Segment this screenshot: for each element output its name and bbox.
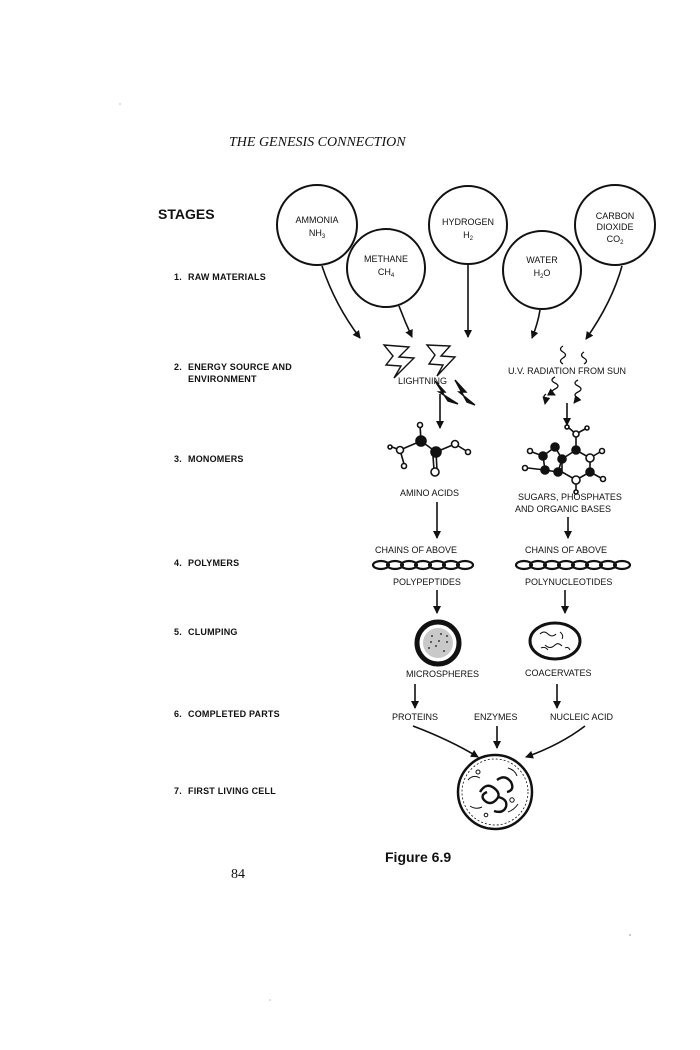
microspheres-label: MICROSPHERES bbox=[406, 669, 479, 679]
stage-number: 6. bbox=[174, 709, 182, 719]
amino-acid-molecule-icon bbox=[387, 421, 472, 477]
methane-formula: CH4 bbox=[378, 267, 395, 279]
stage-number: 5. bbox=[174, 627, 182, 637]
coacervates-label: COACERVATES bbox=[525, 668, 592, 678]
monomer-arrows bbox=[433, 502, 572, 539]
amino-acids-label: AMINO ACIDS bbox=[400, 488, 459, 498]
hydrogen-circle: HYDROGEN H2 bbox=[428, 185, 508, 265]
coacervate-icon bbox=[528, 621, 582, 661]
arrow-water bbox=[530, 309, 541, 339]
carbon-dioxide-label-2: DIOXIDE bbox=[596, 222, 633, 232]
stages-title: STAGES bbox=[158, 206, 215, 222]
stage-label: ENERGY SOURCE AND bbox=[188, 362, 292, 372]
arrow-ammonia bbox=[321, 265, 361, 339]
stage-polymers: 4. POLYMERS bbox=[174, 557, 239, 569]
stage-label: RAW MATERIALS bbox=[188, 272, 266, 282]
page-number: 84 bbox=[231, 867, 245, 882]
carbon-dioxide-label-1: CARBON bbox=[596, 211, 635, 221]
chains-label-right: CHAINS OF ABOVE bbox=[525, 545, 607, 555]
stage-label: COMPLETED PARTS bbox=[188, 709, 280, 719]
stage-monomers: 3. MONOMERS bbox=[174, 453, 244, 465]
enzymes-label: ENZYMES bbox=[474, 712, 518, 722]
stage-label: FIRST LIVING CELL bbox=[188, 786, 276, 796]
stage-label: POLYMERS bbox=[188, 558, 240, 568]
hydrogen-formula: H2 bbox=[463, 230, 474, 242]
chains-label-left: CHAINS OF ABOVE bbox=[375, 545, 457, 555]
stage-clumping: 5. CLUMPING bbox=[174, 626, 238, 638]
stage-label-line2: ENVIRONMENT bbox=[188, 374, 257, 384]
polypeptide-chain-icon bbox=[371, 559, 475, 571]
stage-energy-source: 2. ENERGY SOURCE AND ENVIRONMENT bbox=[174, 361, 292, 385]
stage-number: 7. bbox=[174, 786, 182, 796]
uv-radiation-icon bbox=[542, 345, 588, 405]
ammonia-formula: NH3 bbox=[309, 228, 326, 240]
stage-number: 2. bbox=[174, 362, 182, 372]
uv-radiation-label: U.V. RADIATION FROM SUN bbox=[508, 366, 626, 376]
nucleic-acid-label: NUCLEIC ACID bbox=[550, 712, 614, 722]
stage-number: 4. bbox=[174, 558, 182, 568]
figure-caption: Figure 6.9 bbox=[385, 849, 452, 865]
carbon-dioxide-formula: CO2 bbox=[607, 234, 625, 246]
stage-completed-parts: 6. COMPLETED PARTS bbox=[174, 708, 280, 720]
stage-label: MONOMERS bbox=[188, 454, 244, 464]
monomers-right-label-2: AND ORGANIC BASES bbox=[515, 504, 611, 514]
methane-label: METHANE bbox=[364, 254, 408, 264]
polynucleotide-chain-icon bbox=[514, 559, 632, 571]
stage-label: CLUMPING bbox=[188, 627, 238, 637]
ammonia-circle: AMMONIA NH3 bbox=[276, 184, 358, 266]
paper-speckles bbox=[119, 103, 631, 1001]
monomers-right-label-1: SUGARS, PHOSPHATES bbox=[518, 492, 622, 502]
water-formula: H2O bbox=[534, 268, 551, 280]
polymer-arrows bbox=[433, 590, 569, 614]
arrow-carbon-dioxide bbox=[585, 265, 623, 340]
proteins-label: PROTEINS bbox=[392, 712, 438, 722]
carbon-dioxide-circle: CARBON DIOXIDE CO2 bbox=[574, 184, 656, 266]
page-header: THE GENESIS CONNECTION bbox=[229, 135, 406, 150]
polynucleotides-label: POLYNUCLEOTIDES bbox=[525, 577, 612, 587]
lightning-bolt-icon bbox=[382, 344, 476, 406]
microsphere-icon bbox=[414, 619, 462, 667]
arrow-methane bbox=[398, 305, 413, 338]
hydrogen-label: HYDROGEN bbox=[442, 217, 494, 227]
methane-circle: METHANE CH4 bbox=[346, 228, 426, 308]
water-label: WATER bbox=[526, 255, 558, 265]
parts-arrows bbox=[412, 725, 586, 759]
raw-material-arrows bbox=[321, 265, 623, 340]
energy-arrows bbox=[436, 394, 571, 429]
stage-raw-materials: 1. RAW MATERIALS bbox=[174, 271, 266, 283]
polypeptides-label: POLYPEPTIDES bbox=[393, 577, 461, 587]
clumping-arrows bbox=[411, 684, 561, 709]
living-cell-icon bbox=[456, 753, 534, 831]
water-circle: WATER H2O bbox=[502, 230, 582, 310]
stage-first-living-cell: 7. FIRST LIVING CELL bbox=[174, 785, 276, 797]
nucleotide-molecule-icon bbox=[521, 424, 607, 495]
stage-number: 1. bbox=[174, 272, 182, 282]
ammonia-label: AMMONIA bbox=[295, 215, 338, 225]
stage-number: 3. bbox=[174, 454, 182, 464]
lightning-label: LIGHTNING bbox=[398, 376, 447, 386]
